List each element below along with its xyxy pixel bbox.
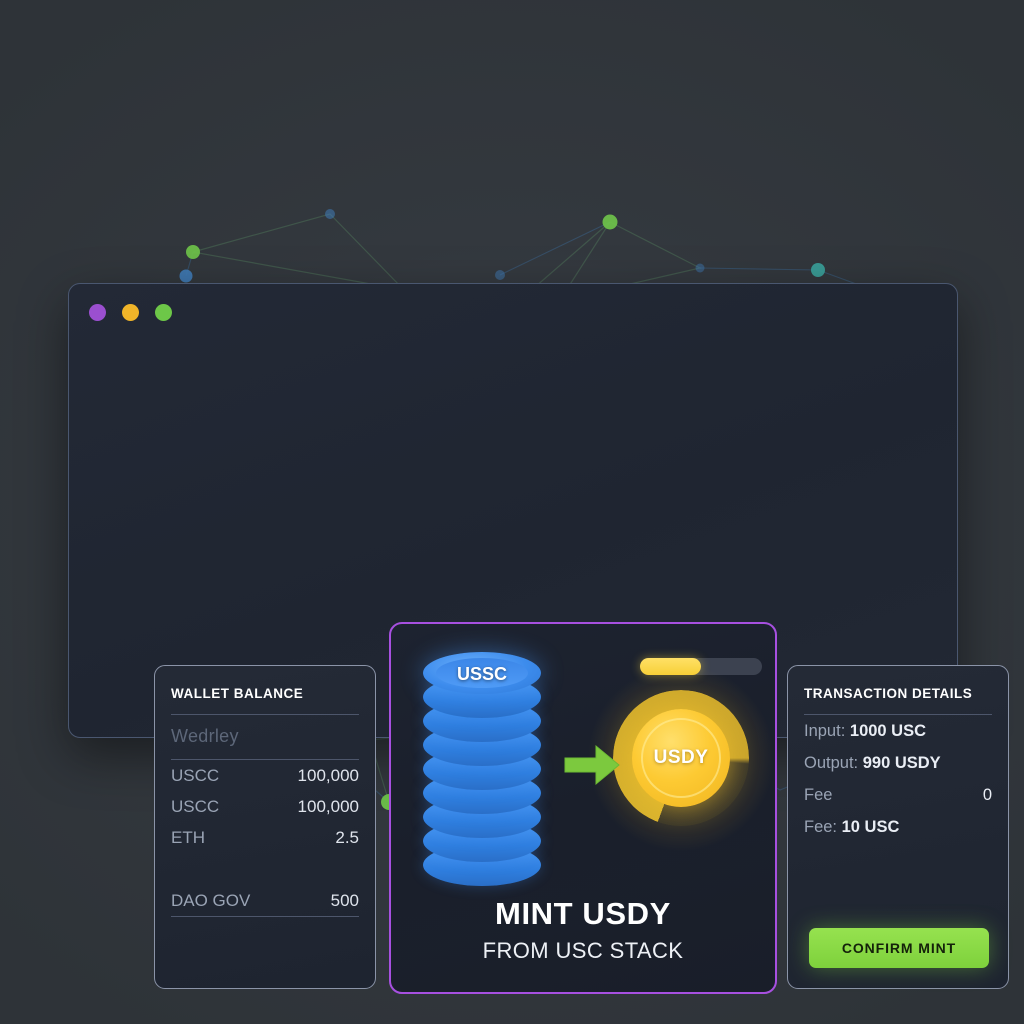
spacer <box>171 853 359 885</box>
usdy-coin-label: USDY <box>653 747 709 768</box>
fee-detail-label: Fee: <box>804 818 838 836</box>
wallet-balance-title: WALLET BALANCE <box>171 686 304 701</box>
divider <box>171 759 359 760</box>
balance-row[interactable]: ETH 2.5 <box>171 822 359 853</box>
output-value: 990 USDY <box>862 754 941 772</box>
app-window: WALLET BALANCE Wedrley USCC 100,000 USCC… <box>68 283 1009 994</box>
transaction-details-title: TRANSACTION DETAILS <box>804 686 973 701</box>
arrow-right-icon <box>564 744 620 786</box>
balance-symbol: USCC <box>171 766 220 785</box>
wallet-balance-panel: WALLET BALANCE Wedrley USCC 100,000 USCC… <box>154 665 376 989</box>
divider <box>171 714 359 715</box>
divider <box>804 714 992 715</box>
mint-subheading: FROM USC STACK <box>482 938 684 963</box>
input-label: Input: <box>804 722 846 740</box>
mint-panel: USSC USDY MINT USDY FROM USC STACK <box>389 622 777 994</box>
output-label: Output: <box>804 754 859 772</box>
fee-detail-value: 10 USC <box>841 818 900 836</box>
balance-value: 100,000 <box>297 797 359 816</box>
transaction-details-panel: TRANSACTION DETAILS Input: 1000 USC Outp… <box>787 665 1009 989</box>
usdy-coin-illustration: USDY <box>587 664 775 852</box>
transaction-output-row: Output: 990 USDY <box>804 747 992 779</box>
transaction-fee-detail-row: Fee: 10 USC <box>804 811 992 843</box>
confirm-mint-button[interactable]: CONFIRM MINT <box>809 928 989 968</box>
window-maximize-button[interactable] <box>155 304 172 321</box>
balance-symbol: ETH <box>171 828 205 847</box>
transaction-fee-row: Fee 0 <box>804 779 992 811</box>
dao-gov-value: 500 <box>330 891 359 910</box>
balance-row[interactable]: USCC 100,000 <box>171 760 359 791</box>
fee-value: 0 <box>982 786 992 804</box>
balance-symbol: USCC <box>171 797 220 816</box>
wallet-account-name: Wedrley <box>171 726 239 746</box>
window-titlebar <box>89 304 172 321</box>
usc-coin-stack-illustration: USSC <box>423 652 541 886</box>
dao-gov-row[interactable]: DAO GOV 500 <box>171 885 359 916</box>
input-value: 1000 USC <box>849 722 927 740</box>
usdy-coin-face: USDY <box>632 709 730 807</box>
usc-stack-label: USSC <box>456 664 507 684</box>
mint-progress-fill <box>640 658 701 675</box>
dao-gov-symbol: DAO GOV <box>171 891 251 910</box>
transaction-input-row: Input: 1000 USC <box>804 715 992 747</box>
balance-row[interactable]: USCC 100,000 <box>171 791 359 822</box>
mint-progress-bar[interactable] <box>640 658 762 675</box>
window-close-button[interactable] <box>89 304 106 321</box>
window-minimize-button[interactable] <box>122 304 139 321</box>
balance-value: 100,000 <box>297 766 359 785</box>
mint-heading: MINT USDY <box>495 896 671 931</box>
fee-label: Fee <box>804 786 833 804</box>
divider <box>171 916 359 917</box>
balance-value: 2.5 <box>335 828 359 847</box>
